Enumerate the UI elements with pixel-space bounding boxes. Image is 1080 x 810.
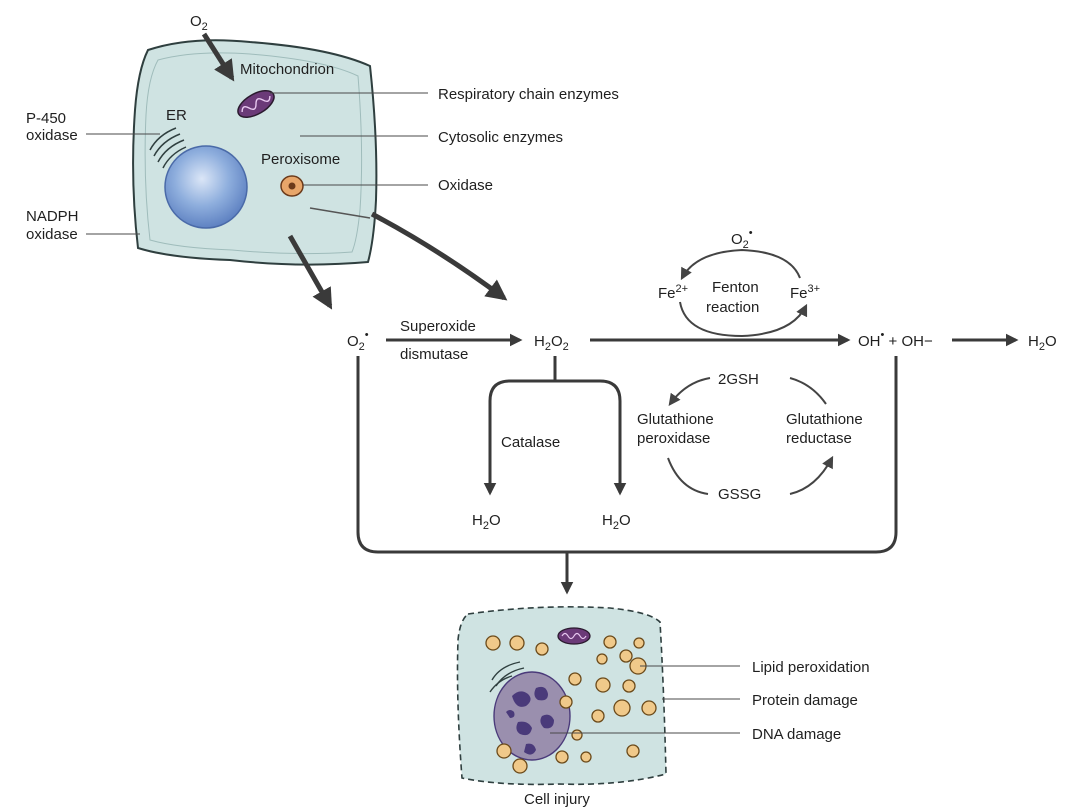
gssg-label: GSSG: [718, 486, 761, 503]
oxidase-callout: Oxidase: [438, 177, 493, 194]
gpx-label-line2: peroxidase: [637, 430, 710, 447]
nadph-label-line1: NADPH: [26, 208, 79, 225]
o2-label: O2: [190, 13, 208, 33]
catalase-left-branch: [483, 379, 555, 496]
mitochondrion-label: Mitochondrion: [240, 61, 334, 78]
protein-damage-callout: Protein damage: [752, 692, 858, 709]
dna-damage-callout: DNA damage: [752, 726, 841, 743]
hydroxyl-species: OH• + OH−: [858, 329, 933, 350]
peroxisome-icon: [280, 175, 304, 197]
gsh-to-peroxidase-arc: [668, 377, 711, 406]
source-cell: O2 Mitochondrion ER Peroxisome P-450 oxi…: [26, 13, 378, 266]
mitochondrion-icon: [237, 90, 275, 118]
cell-injury-caption: Cell injury: [524, 791, 590, 808]
fenton-superoxide: O2•: [731, 227, 753, 251]
peroxidase-to-gssg-arc: [667, 457, 709, 495]
p450-label-line2: oxidase: [26, 127, 78, 144]
peroxisome-label: Peroxisome: [261, 151, 340, 168]
damaged-mitochondrion-icon: [557, 627, 591, 645]
nucleus: [164, 145, 248, 229]
damaged-er-icon: [489, 661, 525, 693]
gr-label-line1: Glutathione: [786, 411, 863, 428]
fe3-label: Fe3+: [790, 283, 820, 302]
nadph-label-line2: oxidase: [26, 226, 78, 243]
fenton-label-line1: Fenton: [712, 279, 759, 296]
cytosolic-callout: Cytosolic enzymes: [438, 129, 563, 146]
reductase-to-gsh-arc: [789, 377, 827, 405]
injured-cell: Cell injury: [456, 606, 667, 808]
gsh-label: 2GSH: [718, 371, 759, 388]
gpx-label-line1: Glutathione: [637, 411, 714, 428]
fenton-top-arc: [680, 248, 801, 281]
dna-fragments: [506, 686, 554, 755]
h2o2-species: H2O2: [534, 333, 569, 353]
er-label: ER: [166, 107, 187, 124]
peroxisome-outflow-line: [309, 207, 371, 219]
lipid-peroxidation-callout: Lipid peroxidation: [752, 659, 870, 676]
sod-label-line2: dismutase: [400, 346, 468, 363]
h2o2-outflow-arrow: [370, 211, 508, 301]
sod-label-line1: Superoxide: [400, 318, 476, 335]
p450-label-line1: P-450: [26, 110, 66, 127]
convergence-bracket: [356, 356, 898, 554]
cell-inner-membrane: [144, 52, 363, 255]
o2-entry-arrow: [201, 32, 235, 82]
fe2-label: Fe2+: [658, 283, 688, 302]
er-icon: [149, 127, 187, 169]
catalase-right-branch: [555, 379, 627, 496]
catalase-label: Catalase: [501, 434, 560, 451]
gr-label-line2: reductase: [786, 430, 852, 447]
damaged-nucleus: [493, 671, 571, 761]
fenton-label-line2: reaction: [706, 299, 759, 316]
catalase-water-right: H2O: [602, 512, 631, 532]
catalase-water-left: H2O: [472, 512, 501, 532]
superoxide-species: O2•: [347, 329, 369, 353]
superoxide-outflow-arrow: [287, 234, 333, 310]
gssg-to-reductase-arc: [789, 455, 834, 495]
final-water: H2O: [1028, 333, 1057, 353]
fenton-bottom-arc: [679, 301, 808, 338]
respiratory-callout: Respiratory chain enzymes: [438, 86, 619, 103]
